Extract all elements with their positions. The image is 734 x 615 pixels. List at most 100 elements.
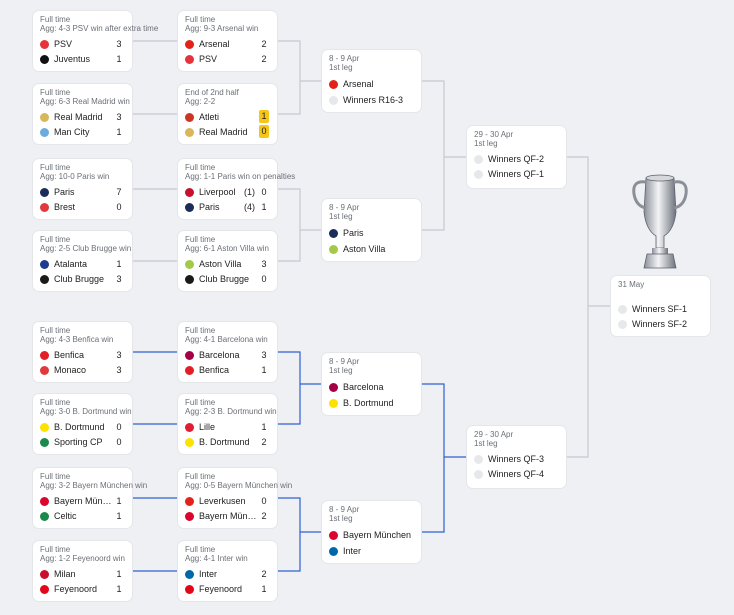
aggregate-score: Agg: 9-3 Arsenal win [185,24,259,33]
match-status: End of 2nd half [185,88,239,97]
team-row[interactable]: Milan 1 [40,568,128,582]
team-row[interactable]: Winners SF-2 [618,318,706,332]
feyenoord-crest-icon [185,585,194,594]
match-status: Full time [185,398,216,407]
psv-crest-icon [40,40,49,49]
team-name: Milan [54,569,76,579]
team-row[interactable]: Paris [329,227,417,241]
team-row[interactable]: Winners QF-2 [474,153,562,167]
team-score: 1 [116,511,122,521]
lille-crest-icon [185,423,194,432]
team-score: 2 [261,437,267,447]
aggregate-score: Agg: 3-0 B. Dortmund win [40,407,132,416]
match-status: 8 - 9 Apr [329,203,360,212]
team-row[interactable]: Winners QF-1 [474,168,562,182]
match-status: Full time [185,163,216,172]
team-row[interactable]: Bayern München [329,529,417,543]
team-score: 3 [116,39,122,49]
team-score: 1 [116,569,122,579]
team-row[interactable]: Winners SF-1 [618,303,706,317]
aggregate-score: Agg: 1-2 Feyenoord win [40,554,125,563]
club-brugge-crest-icon [40,275,49,284]
team-row[interactable]: B. Dortmund [329,397,417,411]
bayern-crest-icon [185,512,194,521]
team-row[interactable]: Bayern Mün…1 [40,495,128,509]
team-row[interactable]: Bayern Mün…2 [185,510,273,524]
team-row[interactable]: Paris(4)1 [185,201,273,215]
team-score: 0 [116,422,122,432]
placeholder-icon [474,155,483,164]
team-row[interactable]: Aston Villa [329,243,417,257]
team-row[interactable]: Barcelona [329,381,417,395]
team-name: Barcelona [343,382,384,392]
atletico-crest-icon [185,113,194,122]
team-row[interactable]: Winners QF-4 [474,468,562,482]
aston-villa-crest-icon [329,245,338,254]
aggregate-score: Agg: 4-3 PSV win after extra time [40,24,159,33]
leg-label: 1st leg [474,439,498,448]
team-row[interactable]: Winners R16-3 [329,94,417,108]
team-name: Inter [343,546,362,556]
team-row[interactable]: Liverpool(1)0 [185,186,273,200]
team-score: 1 [116,584,122,594]
match-status: 8 - 9 Apr [329,505,360,514]
team-name: Feyenoord [199,584,243,594]
team-row[interactable]: Winners QF-3 [474,453,562,467]
team-row[interactable]: Inter [329,545,417,559]
team-row[interactable]: Arsenal [329,78,417,92]
team-name: Real Madrid [199,127,248,137]
match-status: Full time [185,326,216,335]
